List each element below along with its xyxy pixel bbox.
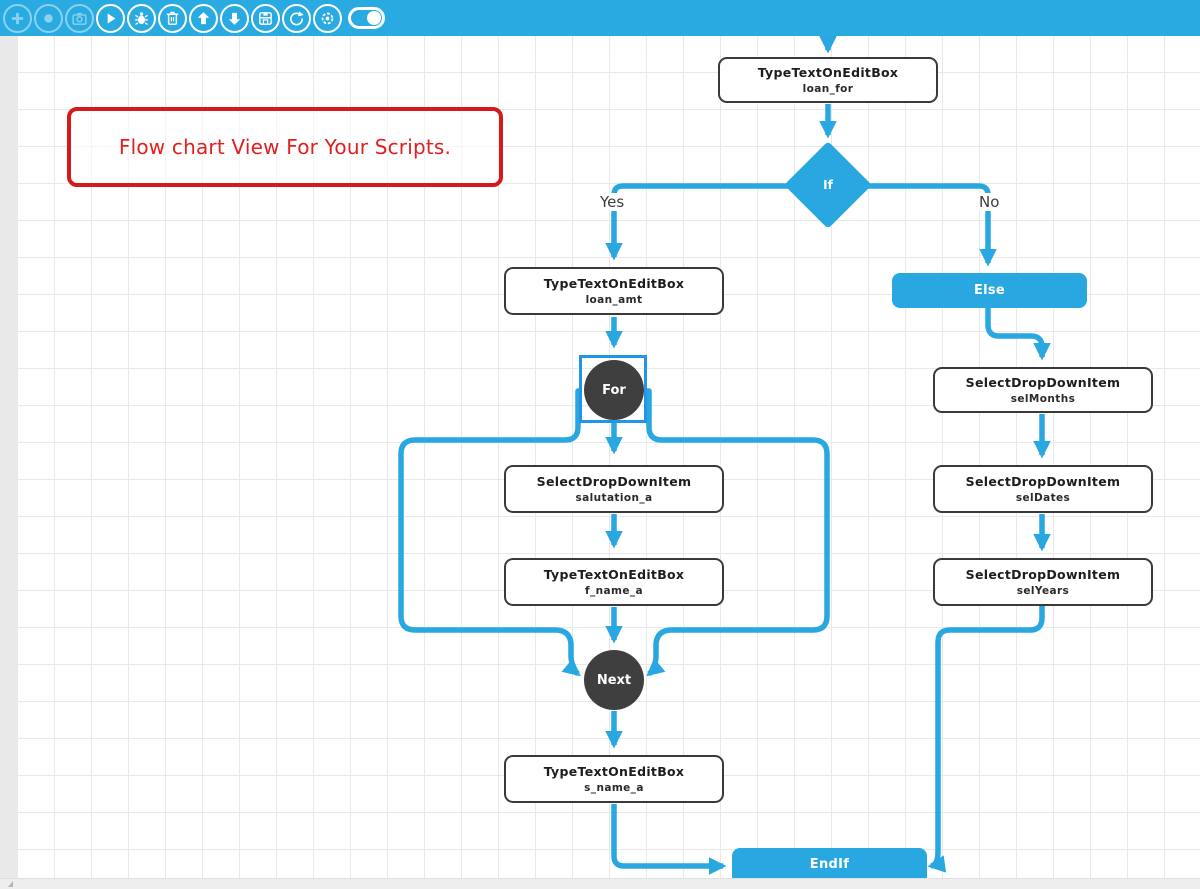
node-title: SelectDropDownItem bbox=[965, 375, 1121, 390]
refresh-icon[interactable] bbox=[282, 3, 311, 33]
yes-branch-label: Yes bbox=[597, 193, 628, 211]
left-gutter bbox=[0, 36, 17, 878]
for-selection-box bbox=[579, 355, 647, 423]
flow-node-selmonths[interactable]: SelectDropDownItem selMonths bbox=[933, 367, 1153, 413]
node-param: s_name_a bbox=[584, 782, 644, 794]
endif-label: EndIf bbox=[809, 857, 850, 872]
sync-settings-icon[interactable] bbox=[313, 3, 342, 33]
flow-node-salutation[interactable]: SelectDropDownItem salutation_a bbox=[504, 465, 724, 513]
node-title: TypeTextOnEditBox bbox=[757, 65, 899, 80]
flow-node-for[interactable]: For bbox=[584, 360, 644, 420]
for-label: For bbox=[602, 382, 626, 398]
node-param: selYears bbox=[1016, 585, 1070, 597]
node-param: selMonths bbox=[1010, 393, 1076, 405]
scroll-left-arrow-icon[interactable] bbox=[8, 881, 13, 887]
flow-node-s-name[interactable]: TypeTextOnEditBox s_name_a bbox=[504, 755, 724, 803]
flow-node-if[interactable]: If bbox=[784, 141, 872, 229]
toolbar bbox=[0, 0, 1200, 36]
flow-node-loan-amt[interactable]: TypeTextOnEditBox loan_amt bbox=[504, 267, 724, 315]
node-title: TypeTextOnEditBox bbox=[543, 567, 685, 582]
flow-node-else[interactable]: Else bbox=[892, 273, 1087, 308]
flow-node-next[interactable]: Next bbox=[584, 650, 644, 710]
flow-node-endif[interactable]: EndIf bbox=[732, 848, 927, 881]
add-icon[interactable] bbox=[3, 3, 32, 33]
flow-node-f-name[interactable]: TypeTextOnEditBox f_name_a bbox=[504, 558, 724, 606]
move-up-icon[interactable] bbox=[189, 3, 218, 33]
else-label: Else bbox=[973, 283, 1006, 298]
node-title: TypeTextOnEditBox bbox=[543, 276, 685, 291]
flow-node-loan-for[interactable]: TypeTextOnEditBox loan_for bbox=[718, 57, 938, 103]
node-title: SelectDropDownItem bbox=[965, 474, 1121, 489]
node-param: selDates bbox=[1015, 492, 1071, 504]
flowchart-toggle[interactable] bbox=[348, 7, 385, 29]
node-param: loan_for bbox=[802, 83, 854, 95]
no-branch-label: No bbox=[976, 193, 1003, 211]
if-label: If bbox=[823, 178, 833, 192]
move-down-icon[interactable] bbox=[220, 3, 249, 33]
screenshot-icon[interactable] bbox=[65, 3, 94, 33]
node-title: SelectDropDownItem bbox=[536, 474, 692, 489]
flow-node-selyears[interactable]: SelectDropDownItem selYears bbox=[933, 558, 1153, 606]
record-icon[interactable] bbox=[34, 3, 63, 33]
node-param: f_name_a bbox=[585, 585, 643, 597]
annotation-text: Flow chart View For Your Scripts. bbox=[118, 135, 452, 159]
node-title: SelectDropDownItem bbox=[965, 567, 1121, 582]
node-param: salutation_a bbox=[575, 492, 653, 504]
node-title: TypeTextOnEditBox bbox=[543, 764, 685, 779]
next-label: Next bbox=[596, 672, 632, 688]
annotation-note: Flow chart View For Your Scripts. bbox=[67, 107, 503, 187]
debug-icon[interactable] bbox=[127, 3, 156, 33]
node-param: loan_amt bbox=[585, 294, 643, 306]
toggle-knob bbox=[367, 11, 381, 25]
horizontal-scrollbar[interactable] bbox=[0, 878, 1200, 889]
save-icon[interactable] bbox=[251, 3, 280, 33]
delete-icon[interactable] bbox=[158, 3, 187, 33]
flow-node-seldates[interactable]: SelectDropDownItem selDates bbox=[933, 465, 1153, 513]
play-icon[interactable] bbox=[96, 3, 125, 33]
